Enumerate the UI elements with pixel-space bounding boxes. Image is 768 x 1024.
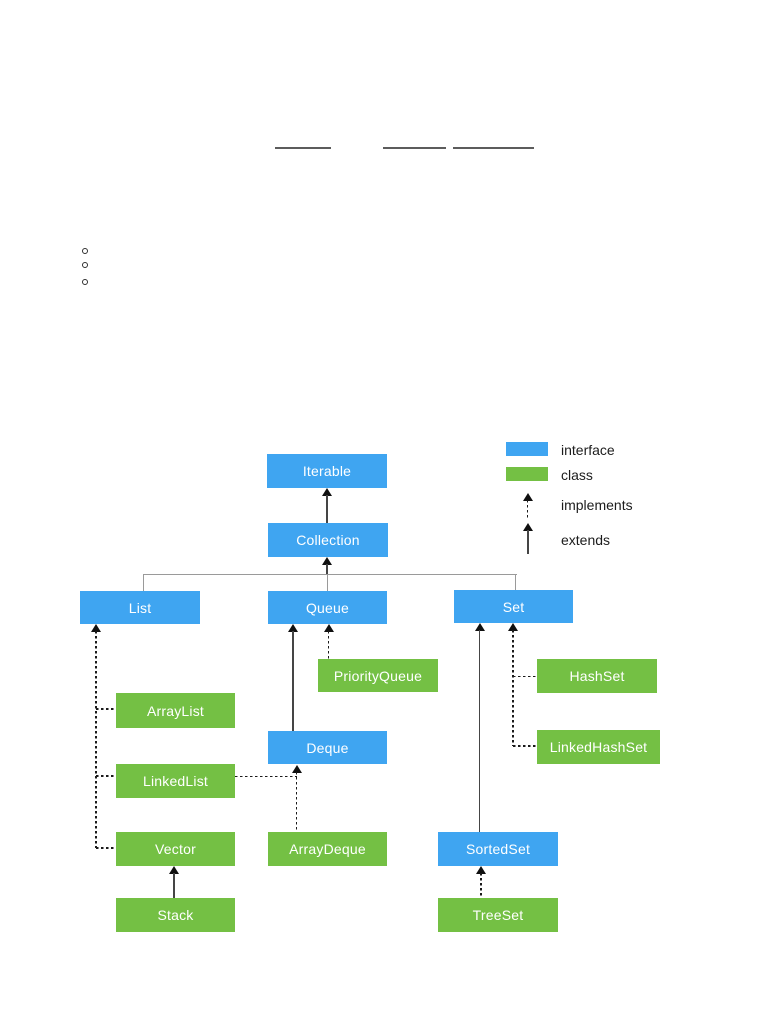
collection-extends-iterable-line (326, 495, 328, 523)
list-implementors-trunk-line (95, 631, 97, 848)
node-deque: Deque (268, 731, 387, 764)
legend-implements-arrow-line (526, 500, 529, 518)
deque-implementors-trunk-line (295, 772, 298, 832)
legend-label-interface: interface (561, 442, 615, 458)
legend-implements-arrow-arrowhead (522, 493, 533, 501)
deque-extends-queue-arrowhead (288, 624, 298, 632)
legend-extends-arrow-line (527, 530, 529, 554)
priorityqueue-implements-queue-line (327, 631, 330, 659)
branch-stub-queue (326, 574, 329, 591)
to-vector-line (96, 847, 116, 849)
linkedlist-to-deque-line (235, 775, 297, 778)
branch-horizontal (142, 573, 517, 575)
node-set: Set (454, 590, 573, 623)
branch-extends-collection-arrowhead (322, 557, 332, 565)
stack-extends-vector-line (173, 873, 175, 898)
node-stack: Stack (116, 898, 235, 932)
stack-extends-vector-arrowhead (169, 866, 179, 874)
node-collection: Collection (268, 523, 388, 557)
node-treeset: TreeSet (438, 898, 558, 932)
sortedset-extends-set-line (478, 630, 481, 832)
treeset-implements-sortedset-arrowhead (476, 866, 486, 874)
set-implementors-trunk-line (512, 630, 514, 746)
node-arraylist: ArrayList (116, 693, 235, 728)
to-arraylist-line (96, 708, 116, 710)
legend-label-implements: implements (561, 497, 633, 513)
node-sortedset: SortedSet (438, 832, 558, 866)
collection-extends-iterable-arrowhead (322, 488, 332, 496)
node-hashset: HashSet (537, 659, 657, 693)
node-linkedlist: LinkedList (116, 764, 235, 798)
node-linkedhashset: LinkedHashSet (537, 730, 660, 764)
legend-extends-arrow-arrowhead (523, 523, 533, 531)
node-queue: Queue (268, 591, 387, 624)
legend-label-class: class (561, 467, 593, 483)
class-color-swatch (506, 467, 548, 481)
interface-color-swatch (506, 442, 548, 456)
bullet-circle-3 (81, 278, 88, 285)
node-priorityqueue: PriorityQueue (318, 659, 438, 692)
branch-stub-set (514, 574, 516, 590)
node-iterable: Iterable (267, 454, 387, 488)
node-list: List (80, 591, 200, 624)
node-vector: Vector (116, 832, 235, 866)
branch-stub-list (142, 574, 144, 591)
to-linkedlist-line (96, 775, 116, 777)
legend-label-extends: extends (561, 532, 611, 548)
deque-extends-queue-line (292, 631, 294, 731)
bullet-circle-1 (81, 247, 88, 254)
to-linkedhashset-line (513, 745, 537, 747)
deque-implementors-trunk-arrowhead (291, 765, 302, 773)
branch-extends-collection-line (326, 564, 328, 574)
node-arraydeque: ArrayDeque (268, 832, 387, 866)
to-hashset-line (513, 675, 537, 678)
treeset-implements-sortedset-line (480, 873, 482, 898)
set-implementors-trunk-arrowhead (508, 623, 518, 631)
sortedset-extends-set-arrowhead (474, 623, 485, 631)
heading-underline-2 (383, 147, 446, 149)
list-implementors-trunk-arrowhead (91, 624, 101, 632)
priorityqueue-implements-queue-arrowhead (323, 624, 334, 632)
bullet-circle-2 (81, 261, 88, 268)
heading-underline-1 (275, 147, 331, 149)
heading-underline-3 (453, 147, 534, 149)
